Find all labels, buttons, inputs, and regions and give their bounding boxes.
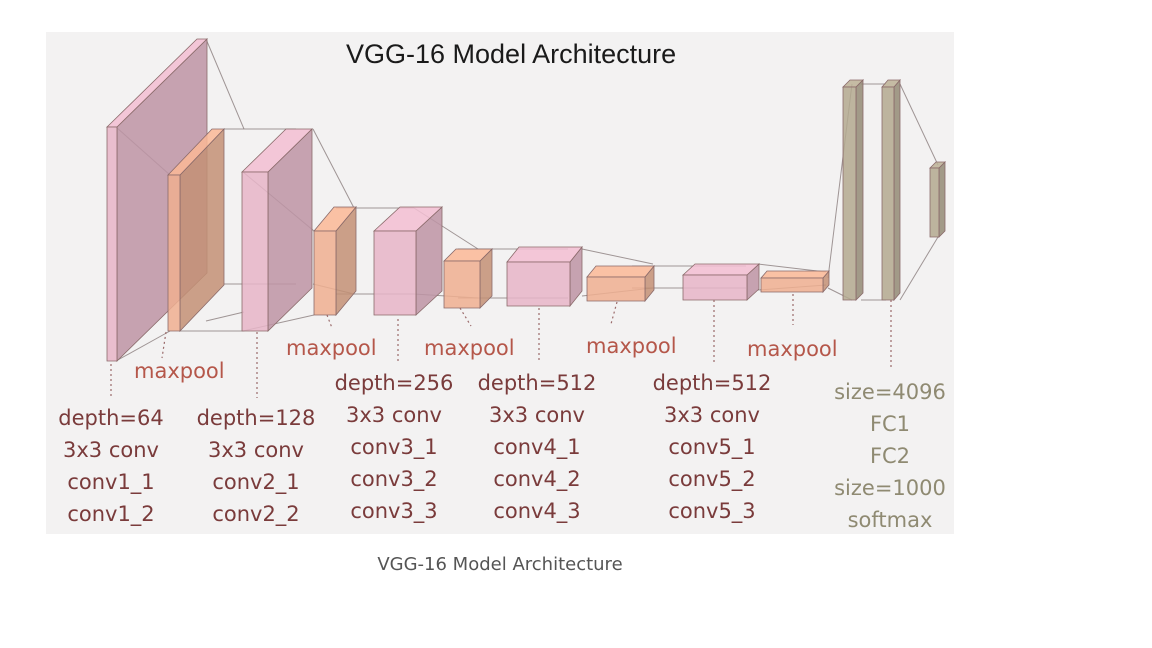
block5-kernel: 3x3 conv: [664, 403, 760, 427]
block4-conv2: conv4_2: [493, 467, 580, 492]
block3-depth: depth=256: [335, 371, 454, 395]
block1-kernel: 3x3 conv: [63, 438, 159, 462]
block-fc2-side: [893, 78, 901, 302]
maxpool-labels: maxpool maxpool maxpool maxpool maxpool: [134, 334, 838, 383]
diagram-title: VGG-16 Model Architecture: [346, 39, 676, 69]
block-fc1-side: [855, 79, 864, 301]
softmax-label: softmax: [848, 508, 933, 532]
block5-depth: depth=512: [653, 371, 772, 395]
block4-kernel: 3x3 conv: [489, 403, 585, 427]
block2-depth: depth=128: [197, 406, 316, 430]
layer-blocks: [106, 38, 946, 362]
block5-conv2: conv5_2: [668, 467, 755, 492]
block-pool4-front: [586, 276, 646, 302]
label-pointers: [110, 294, 892, 398]
block2-kernel: 3x3 conv: [208, 438, 304, 462]
block-pool1-front: [167, 174, 181, 332]
block-fc3-side: [938, 161, 946, 238]
connection-lines: [115, 38, 939, 362]
maxpool-label-3: maxpool: [424, 336, 515, 360]
block3-conv1: conv3_1: [350, 435, 437, 460]
block-conv5-top: [681, 263, 761, 276]
block2-conv2: conv2_2: [212, 502, 299, 527]
block-fc2-front: [881, 86, 895, 301]
figure-caption: VGG-16 Model Architecture: [377, 554, 623, 575]
block4-conv1: conv4_1: [493, 435, 580, 460]
fc2-label: FC2: [870, 444, 910, 468]
maxpool-label-2: maxpool: [286, 336, 377, 360]
maxpool-label-1: maxpool: [134, 359, 225, 383]
block-fc1-front: [842, 86, 857, 301]
block4-conv3: conv4_3: [493, 499, 580, 524]
vgg16-diagram: VGG-16 Model Architecture: [46, 32, 954, 534]
block2-conv1: conv2_1: [212, 470, 299, 495]
fc-size-4096: size=4096: [834, 380, 946, 404]
block-pool5-front: [760, 277, 824, 293]
block3-kernel: 3x3 conv: [346, 403, 442, 427]
block1-conv2: conv1_2: [67, 502, 154, 527]
block-pool4-top: [586, 265, 655, 278]
fc1-label: FC1: [870, 412, 910, 436]
block4-depth: depth=512: [478, 371, 597, 395]
block-fc3-front: [929, 167, 940, 238]
block-pool3-front: [443, 260, 481, 309]
block-conv3-front: [373, 230, 417, 316]
block3-conv3: conv3_3: [350, 499, 437, 524]
diagram-canvas: VGG-16 Model Architecture: [58, 38, 946, 532]
block-pool2-front: [313, 230, 337, 316]
maxpool-label-5: maxpool: [747, 337, 838, 361]
maxpool-label-4: maxpool: [586, 334, 677, 358]
block1-depth: depth=64: [58, 406, 163, 430]
block1-conv1: conv1_1: [67, 470, 154, 495]
block-conv4-front: [506, 261, 571, 307]
block-conv5-front: [682, 274, 748, 301]
block-pool5-top: [760, 270, 830, 279]
block3-conv2: conv3_2: [350, 467, 437, 492]
block-conv4-top: [506, 246, 583, 263]
block5-conv3: conv5_3: [668, 499, 755, 524]
fc-size-1000: size=1000: [834, 476, 946, 500]
block-labels: depth=64 3x3 conv conv1_1 conv1_2 depth=…: [58, 371, 946, 532]
block-conv1-front: [106, 126, 118, 362]
block-conv2-front: [241, 171, 269, 332]
block5-conv1: conv5_1: [668, 435, 755, 460]
